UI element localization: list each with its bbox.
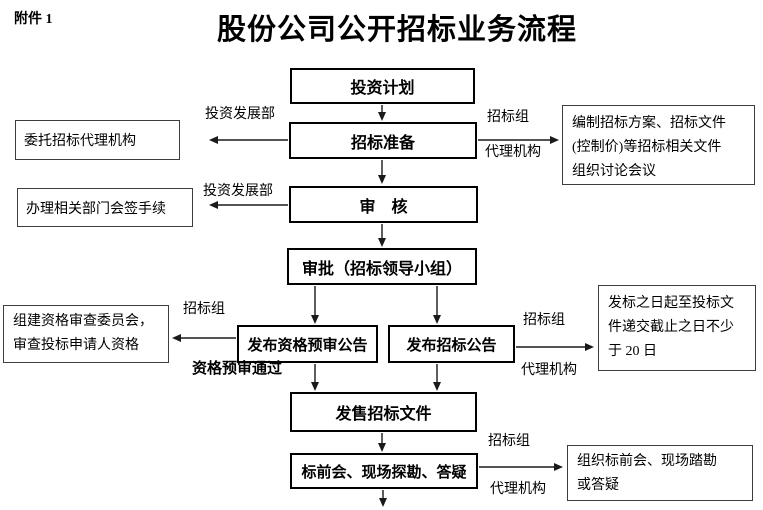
edge-label-agency-meeting: 代理机构: [490, 482, 546, 497]
edge-label-prequal-passed: 资格预审通过: [192, 361, 283, 377]
edge-label-investment-dev-dept-2: 投资发展部: [203, 184, 273, 199]
edge-label-bid-group-prequal: 招标组: [183, 302, 225, 317]
node-publish-prequalification: 发布资格预审公告: [237, 325, 378, 363]
note-organize-pre-bid: 组织标前会、现场踏勘 或答疑: [567, 445, 753, 501]
node-publish-bid-announcement: 发布招标公告: [388, 325, 515, 363]
page-title: 股份公司公开招标业务流程: [216, 14, 577, 46]
note-line: 或答疑: [577, 478, 619, 493]
node-sell-bid-documents: 发售招标文件: [290, 392, 477, 432]
note-line: 发标之日起至投标文: [608, 296, 734, 311]
note-line: 于 20 日: [608, 344, 657, 359]
edge-label-bid-group-announce: 招标组: [523, 313, 565, 328]
node-review: 审 核: [289, 186, 478, 223]
note-qualification-committee: 组建资格审查委员会， 审查投标申请人资格: [3, 305, 169, 363]
edge-label-bid-group-meeting: 招标组: [488, 434, 530, 449]
attachment-label: 附件 1: [14, 12, 53, 27]
edge-label-investment-dev-dept-1: 投资发展部: [205, 107, 275, 122]
node-bid-preparation: 招标准备: [289, 122, 477, 159]
note-line: 组建资格审查委员会，: [13, 314, 153, 329]
note-line: 件递交截止之日不少: [608, 320, 734, 335]
note-compile-documents: 编制招标方案、招标文件 (控制价)等招标相关文件 组织讨论会议: [562, 105, 755, 185]
node-pre-bid-meeting: 标前会、现场探勘、答疑: [290, 453, 478, 489]
edge-label-bid-group-prep: 招标组: [487, 110, 529, 125]
note-entrust-agency: 委托招标代理机构: [15, 120, 180, 160]
note-line: 审查投标申请人资格: [13, 338, 139, 353]
note-line: (控制价)等招标相关文件: [572, 140, 722, 155]
note-line: 组织讨论会议: [572, 164, 656, 179]
note-line: 组织标前会、现场踏勘: [577, 454, 717, 469]
node-investment-plan: 投资计划: [290, 68, 475, 104]
note-deadline-20-days: 发标之日起至投标文 件递交截止之日不少 于 20 日: [598, 285, 756, 371]
node-approval: 审批（招标领导小组）: [287, 248, 477, 285]
edge-label-agency-prep: 代理机构: [485, 145, 541, 160]
edge-label-agency-announce: 代理机构: [521, 363, 577, 378]
note-line: 编制招标方案、招标文件: [572, 116, 726, 131]
note-countersign-procedures: 办理相关部门会签手续: [17, 188, 193, 227]
